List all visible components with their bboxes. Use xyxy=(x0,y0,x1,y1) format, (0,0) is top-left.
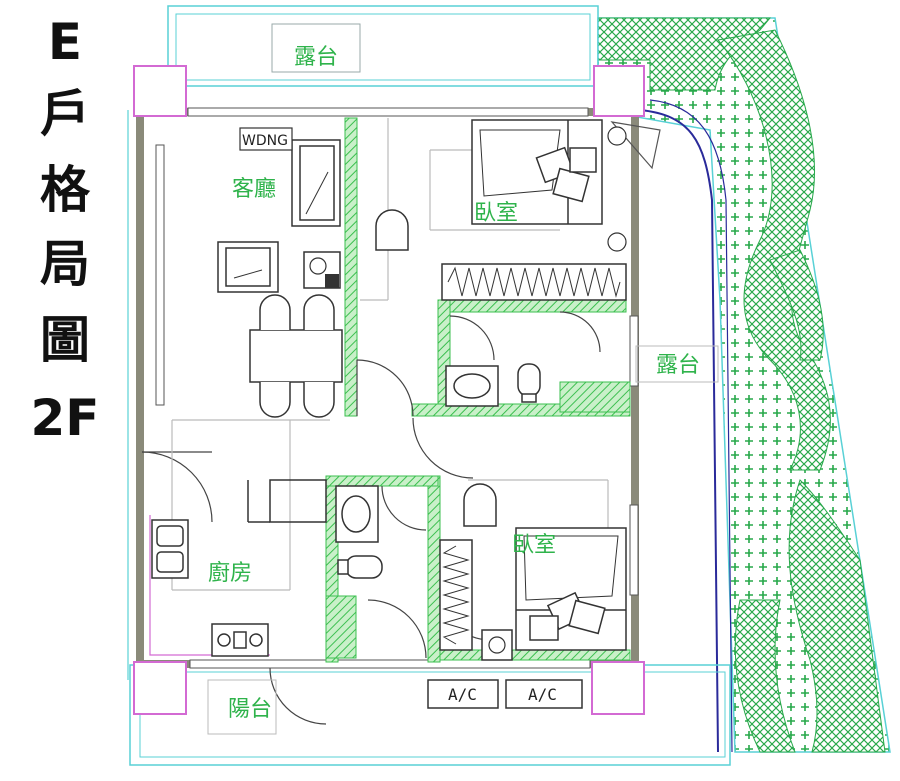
label-balcony: 陽台 xyxy=(228,697,272,722)
label-terrace-top: 露台 xyxy=(294,45,338,70)
wardrobe-top xyxy=(441,263,627,301)
bedside-table-bottom xyxy=(481,629,513,661)
bed-bottom xyxy=(515,527,627,651)
title-char-2: 格 xyxy=(40,161,90,219)
ac-label-1: A/C xyxy=(448,685,477,704)
label-bedroom-top: 臥室 xyxy=(474,201,518,226)
exterior-walls xyxy=(133,65,645,715)
dining-table xyxy=(249,294,343,418)
desk-chair-top xyxy=(375,209,409,251)
sofa xyxy=(291,139,341,227)
armchair xyxy=(217,241,279,293)
bathroom-bottom xyxy=(335,485,383,579)
lamp-top-icon xyxy=(607,126,627,146)
bed-top xyxy=(471,119,603,225)
title-char-3: 局 xyxy=(40,235,90,293)
title-char-4: 圖 xyxy=(40,311,90,369)
label-living-room: 客廳 xyxy=(232,177,276,202)
terrace-right-box xyxy=(635,345,719,383)
ac-label-2: A/C xyxy=(528,685,557,704)
side-table xyxy=(303,251,341,289)
bathroom-top xyxy=(445,363,541,407)
stove xyxy=(211,623,269,657)
title-char-unit: E xyxy=(47,13,83,71)
label-bedroom-bottom: 臥室 xyxy=(512,533,556,558)
tv-cabinet xyxy=(239,127,293,151)
title-char-1: 戶 xyxy=(40,85,90,143)
lamp-mid-icon xyxy=(607,232,627,252)
kitchen-sink xyxy=(151,519,189,579)
balcony-box xyxy=(207,679,277,735)
ac-units xyxy=(427,679,583,709)
title-char-floor: 2F xyxy=(30,389,100,447)
label-kitchen: 廚房 xyxy=(208,561,252,586)
desk-chair-bottom xyxy=(463,483,497,527)
wardrobe-bottom xyxy=(439,539,473,651)
kitchen-counter xyxy=(247,479,327,523)
label-terrace-right: 露台 xyxy=(656,353,700,378)
washer-dryer-label: WDNG xyxy=(242,133,288,149)
interior-partitions xyxy=(325,117,631,663)
garden-area xyxy=(597,17,891,753)
